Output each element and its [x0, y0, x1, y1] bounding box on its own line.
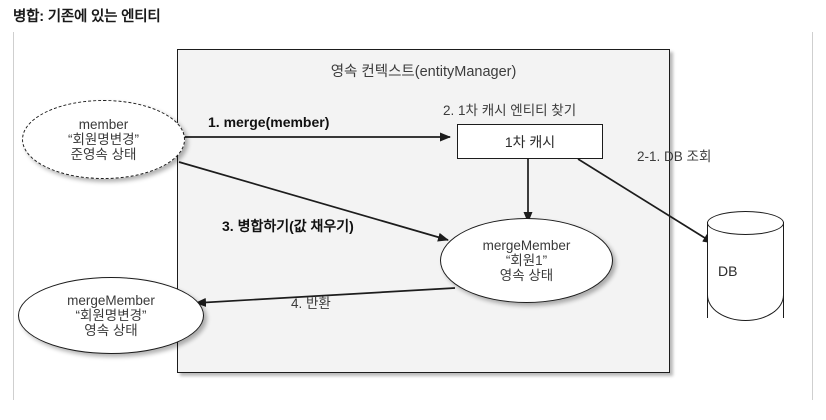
node-merge-member-result-value: “회원명변경”	[75, 307, 147, 323]
first-level-cache-label: 1차 캐시	[504, 133, 556, 150]
node-member-name: member	[78, 116, 129, 132]
database-cylinder-icon	[707, 211, 784, 328]
page-title: 병합: 기존에 있는 엔티티	[13, 9, 161, 25]
node-merge-member-managed: mergeMember “회원1” 영속 상태	[440, 218, 613, 303]
database-top	[707, 211, 784, 235]
node-member-value: “회원명변경”	[67, 131, 140, 147]
node-merge-member-managed-value: “회원1”	[505, 252, 548, 268]
node-merge-member-managed-name: mergeMember	[482, 237, 571, 253]
step-2-1-label: 2-1. DB 조회	[637, 149, 712, 164]
first-level-cache-box: 1차 캐시	[457, 124, 603, 159]
step-1-label: 1. merge(member)	[208, 114, 330, 130]
persistence-context-title: 영속 컨텍스트(entityManager)	[330, 64, 517, 80]
node-member-state: 준영속 상태	[70, 147, 137, 163]
persistence-context-box	[177, 49, 670, 373]
step-3-label: 3. 병합하기(값 채우기)	[222, 218, 354, 234]
node-merge-member-result-state: 영속 상태	[84, 323, 138, 339]
step-2-label: 2. 1차 캐시 엔티티 찾기	[443, 103, 577, 118]
slide-edge-guide-left	[13, 32, 14, 400]
node-merge-member-managed-state: 영속 상태	[499, 268, 554, 284]
step-4-label: 4. 반환	[291, 296, 331, 311]
node-merge-member-result: mergeMember “회원명변경” 영속 상태	[18, 277, 204, 354]
database-label: DB	[718, 263, 738, 279]
node-merge-member-result-name: mergeMember	[67, 292, 155, 308]
node-member-detached: member “회원명변경” 준영속 상태	[22, 100, 185, 179]
slide-edge-guide-right	[812, 32, 813, 400]
